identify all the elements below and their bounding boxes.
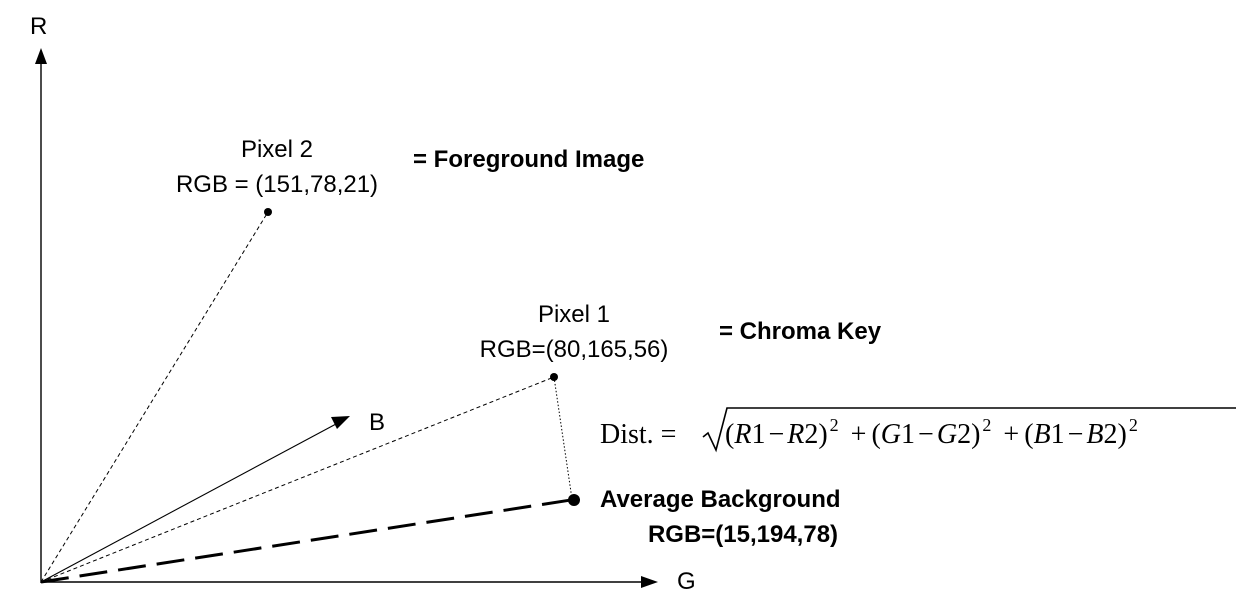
formula-radicand: (R1−R2)2+(G1−G2)2+(B1−B2)2 xyxy=(725,415,1138,450)
plus-1: + xyxy=(851,419,867,450)
r-axis-arrowhead xyxy=(35,48,47,64)
b-axis-arrowhead xyxy=(331,416,350,429)
term2-g2-index: 2 xyxy=(957,419,971,450)
term1-exponent: 2 xyxy=(830,415,839,435)
g-axis-arrowhead xyxy=(641,576,658,588)
term1-r1: R xyxy=(733,419,751,450)
background-vector xyxy=(40,498,572,584)
pixel1-name: Pixel 1 xyxy=(538,301,610,328)
term3-minus: − xyxy=(1068,419,1084,450)
pixel2-point xyxy=(264,208,272,216)
plus-2: + xyxy=(1003,419,1019,450)
b-axis-label: B xyxy=(369,409,385,436)
pixel1-rgb: RGB=(80,165,56) xyxy=(480,336,669,363)
pixel2-vector xyxy=(40,211,269,583)
distance-formula: Dist. = (R1−R2)2+(G1−G2)2+(B1−B2)2 xyxy=(600,407,1236,453)
term3-b2: B xyxy=(1086,419,1103,450)
term3-close: ) xyxy=(1118,419,1127,450)
term3-exponent: 2 xyxy=(1129,415,1138,435)
pixel2-role: = Foreground Image xyxy=(413,146,644,173)
background-point xyxy=(568,494,580,506)
term1-close: ) xyxy=(818,419,827,450)
g-axis-label: G xyxy=(677,568,696,595)
term2-g1: G xyxy=(881,419,901,450)
background-rgb: RGB=(15,194,78) xyxy=(648,521,838,548)
b-axis xyxy=(40,423,337,583)
pixel1-point xyxy=(550,373,558,381)
background-name: Average Background xyxy=(600,486,841,513)
term1-r2: R xyxy=(786,419,804,450)
term1-r1-index: 1 xyxy=(751,419,765,450)
term3-b1-index: 1 xyxy=(1051,419,1065,450)
term2-g1-index: 1 xyxy=(901,419,915,450)
term3-b1: B xyxy=(1034,419,1051,450)
radical-sign xyxy=(702,407,1236,453)
term1-r2-index: 2 xyxy=(804,419,818,450)
term2-close: ) xyxy=(971,419,980,450)
term2-exponent: 2 xyxy=(982,415,991,435)
distance-line xyxy=(553,376,573,500)
pixel2-rgb: RGB = (151,78,21) xyxy=(176,171,378,198)
term2-minus: − xyxy=(918,419,934,450)
term2-open: ( xyxy=(871,419,880,450)
pixel1-vector xyxy=(40,376,555,583)
pixel2-name: Pixel 2 xyxy=(241,136,313,163)
pixel1-role: = Chroma Key xyxy=(719,318,882,345)
term2-g2: G xyxy=(937,419,957,450)
r-axis-label: R xyxy=(30,13,47,40)
term3-open: ( xyxy=(1024,419,1033,450)
term1-open: ( xyxy=(725,419,734,450)
formula-lhs: Dist. = xyxy=(600,419,676,450)
term1-minus: − xyxy=(768,419,784,450)
term3-b2-index: 2 xyxy=(1104,419,1118,450)
